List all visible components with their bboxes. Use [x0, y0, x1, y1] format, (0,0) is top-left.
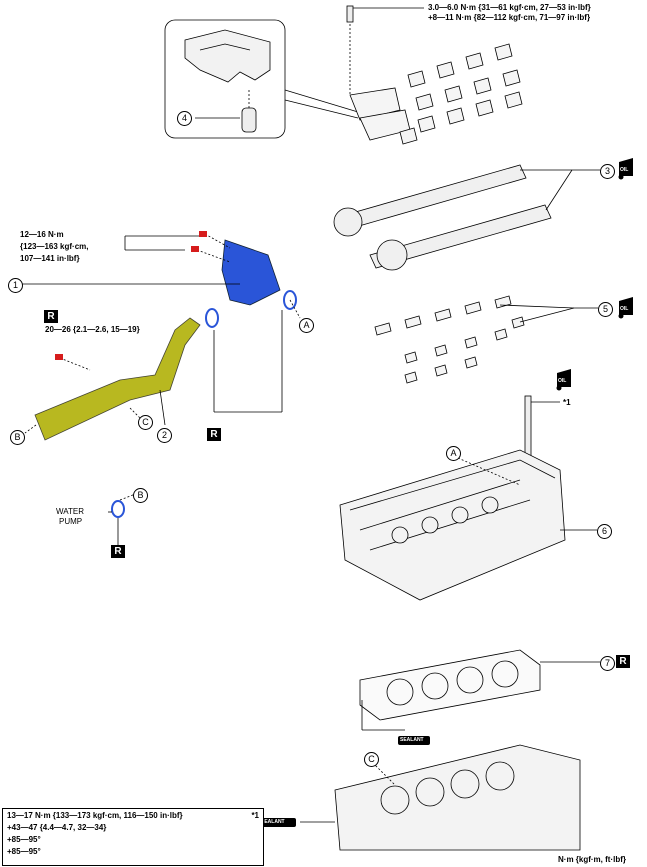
callout-C-block: C [364, 752, 379, 767]
callout-3: 3 [600, 164, 615, 179]
oil-can-icon-cam: OIL [615, 156, 637, 180]
sealant-text: SEALANT [261, 819, 285, 825]
star1-marker: *1 [563, 398, 571, 407]
camcap-torque-line2: +8—11 N·m {82—112 kgf·cm, 71—97 in·lbf} [428, 13, 591, 22]
legend-line1: 13—17 N·m {133—173 kgf·cm, 116—150 in·lb… [7, 811, 183, 820]
legend-line2: +43—47 {4.4—4.7, 32—34} [7, 823, 107, 832]
water-pipe [34, 317, 201, 441]
water-pump-label-1: WATER [56, 507, 84, 516]
sealant-text: SEALANT [400, 737, 424, 743]
callout-A-head: A [446, 446, 461, 461]
water-housing [221, 239, 281, 306]
camshaft-caps [349, 43, 523, 145]
oil-can-icon-bolt: OIL [553, 367, 575, 391]
callout-C-pipe: C [138, 415, 153, 430]
housing-torque-line1: 12—16 N·m [20, 230, 64, 239]
cylinder-block [300, 744, 581, 851]
oil-text: OIL [620, 306, 629, 312]
legend-line3: +85—95° [7, 835, 41, 844]
legend-line4: +85—95° [7, 847, 41, 856]
housing-torque-line2: {123—163 kgf·cm, [20, 242, 89, 251]
callout-B-pipe: B [10, 430, 25, 445]
callout-1: 1 [8, 278, 23, 293]
callout-7: 7 [600, 656, 615, 671]
callout-6: 6 [597, 524, 612, 539]
head-bolt-torque-legend: 13—17 N·m {133—173 kgf·cm, 116—150 in·lb… [2, 808, 264, 866]
water-pump-label-2: PUMP [59, 517, 83, 526]
legend-note: *1 [251, 811, 259, 820]
sealant-tube-icon-gasket: SEALANT [398, 736, 430, 745]
callout-A-housing: A [299, 318, 314, 333]
replace-badge: R [44, 310, 58, 323]
oil-can-icon-hla: OIL [615, 295, 637, 319]
housing-torque-line3: 107—141 in·lbf} [20, 254, 80, 263]
camcap-torque-line1: 3.0—6.0 N·m {31—61 kgf·cm, 27—53 in·lbf} [428, 3, 591, 12]
callout-2: 2 [157, 428, 172, 443]
hla-group [374, 295, 598, 384]
pipe-torque: 20—26 {2.1—2.6, 15—19} [45, 325, 140, 334]
callout-5: 5 [598, 302, 613, 317]
red-bolts [55, 231, 207, 360]
head-gasket [359, 649, 600, 731]
replace-badge-gasket: R [616, 655, 630, 668]
callout-B-pump: B [133, 488, 148, 503]
callout-4: 4 [177, 111, 192, 126]
replace-badge-pump-oring: R [111, 545, 125, 558]
oil-text: OIL [558, 378, 567, 384]
cylinder-head [339, 449, 597, 601]
sealant-tube-icon-block: SEALANT [258, 818, 296, 827]
oil-text: OIL [620, 167, 629, 173]
units-label: N·m {kgf·m, ft·lbf} [558, 855, 626, 864]
replace-badge-orings: R [207, 428, 221, 441]
camshafts [333, 164, 600, 271]
